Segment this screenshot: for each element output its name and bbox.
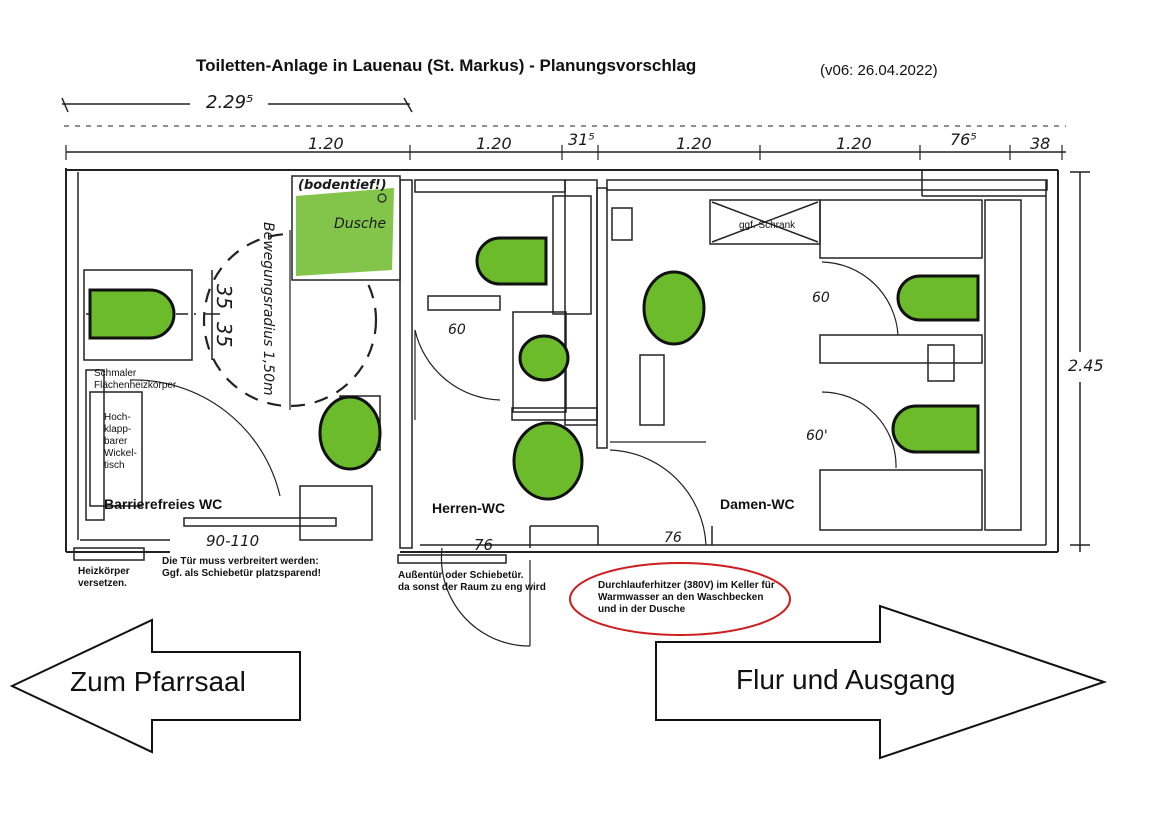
dim-segment-1: 1.20 [308,134,344,153]
toilet-offset-b: 35 [212,322,236,348]
changing-table-label: Hoch- klapp- barer Wickel- tisch [104,412,137,471]
movement-radius-label: Bewegungsradius 1,50m [260,222,276,396]
dim-inner-door-1: 60 [448,322,466,338]
toilet-offset-a: 35 [212,284,236,310]
narrow-heater-label: Schmaler Flächenheizkörper [94,368,177,391]
dim-segment-2: 1.20 [476,134,512,153]
shower-note: (bodentief!) [298,178,387,193]
dim-segment-5: 1.20 [836,134,872,153]
shower-label: Dusche [334,216,387,232]
note-heater-move: Heizkörper versetzen. [78,566,130,589]
arrow-to-parish-hall: Zum Pfarrsaal [70,666,246,697]
dim-inner-door-2: 60 [812,290,830,306]
plan-version: (v06: 26.04.2022) [820,62,938,79]
dim-door-men: 76 [474,536,494,554]
dim-segment-4: 1.20 [676,134,712,153]
cabinet-label: ggf. Schrank [739,220,796,231]
room-accessible-wc: Barrierefreies WC [104,496,223,512]
dim-segment-3: 31⁵ [568,130,595,149]
plan-title: Toiletten-Anlage in Lauenau (St. Markus)… [196,56,697,75]
note-outer-door: Außentür oder Schiebetür. da sonst der R… [398,570,546,593]
room-women-wc: Damen-WC [720,496,795,512]
note-water-heater: Durchlauferhitzer (380V) im Keller für W… [598,580,775,615]
dim-door-women: 76 [664,530,682,546]
arrow-to-exit: Flur und Ausgang [736,664,956,695]
note-door-widen: Die Tür muss verbreitert werden: Ggf. al… [162,556,321,579]
dim-height: 2.45 [1068,356,1104,375]
room-men-wc: Herren-WC [432,500,506,516]
dim-door-accessible: 90-110 [206,532,260,550]
dim-overall-width: 2.29⁵ [206,92,254,113]
dim-inner-door-3: 60' [806,428,828,444]
dim-segment-6: 76⁵ [950,130,977,149]
dim-segment-7: 38 [1030,134,1051,153]
